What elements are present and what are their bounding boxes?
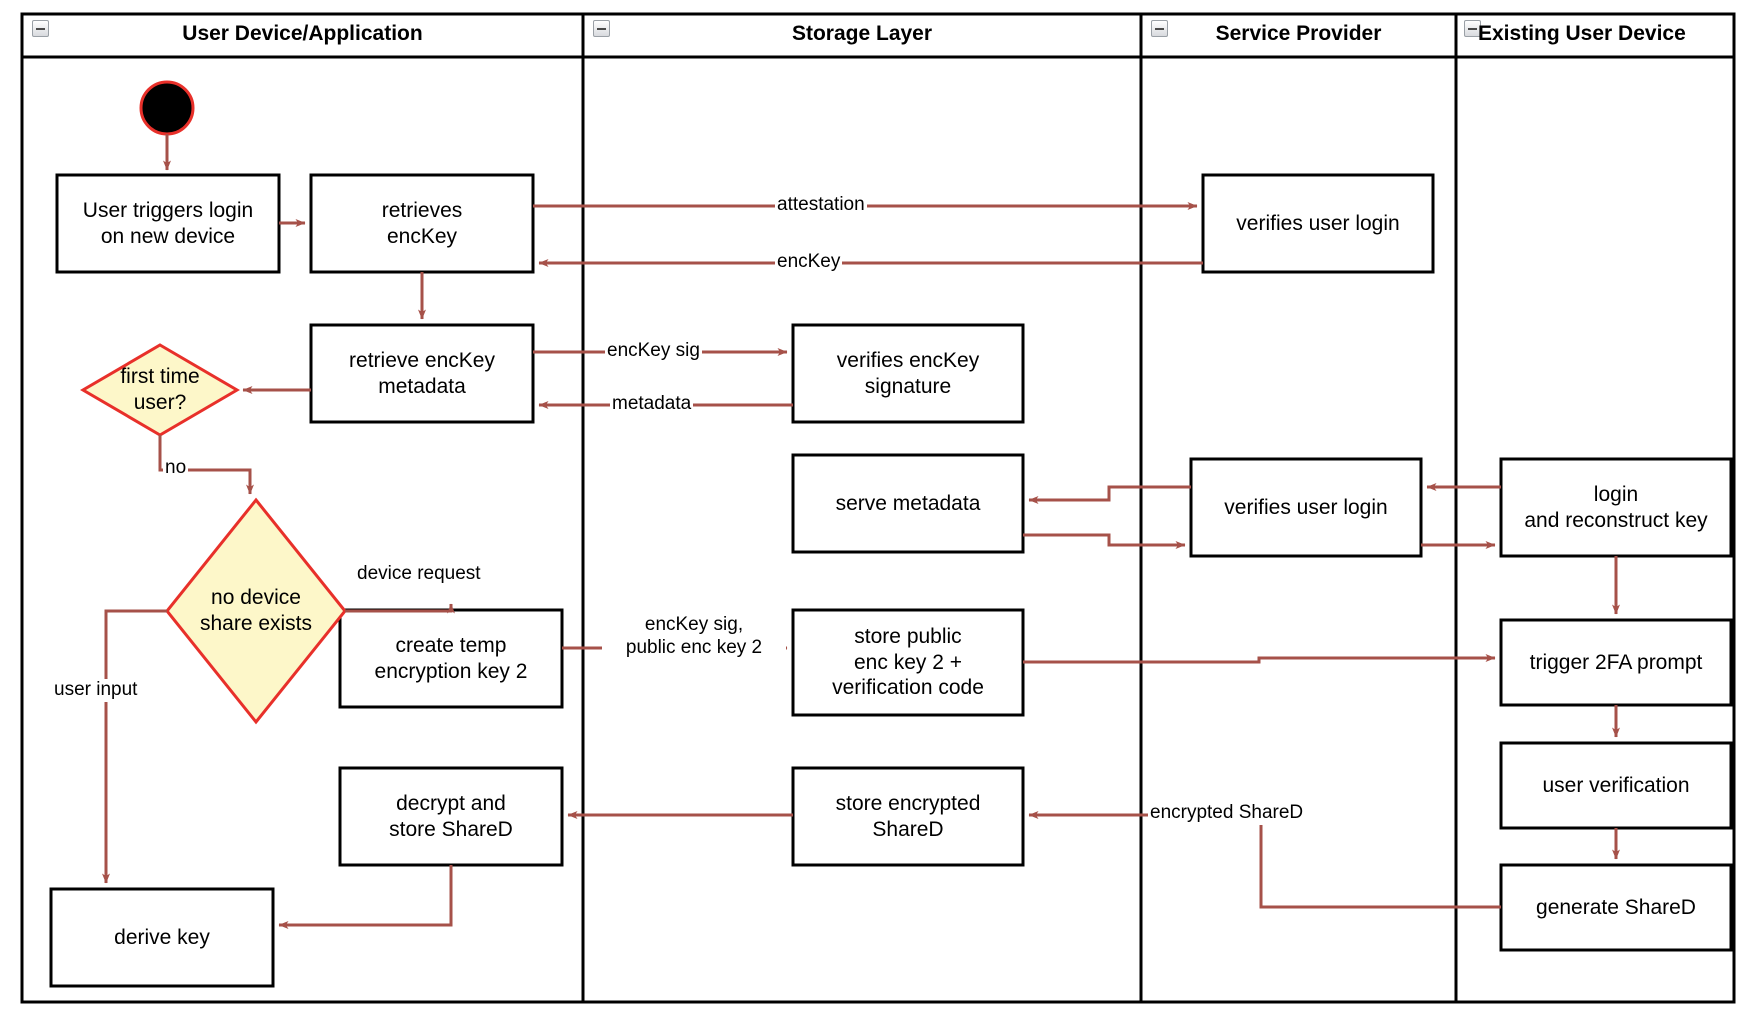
decision-diamonds	[80, 343, 347, 725]
edge-label-metadata: metadata	[610, 393, 694, 416]
rect-verifies-enckey-signature	[791, 323, 1025, 424]
rect-retrieves-enckey	[309, 173, 535, 274]
rect-serve-metadata	[791, 453, 1025, 554]
swimlane-frame	[20, 12, 1736, 1004]
edge-label-enckey-sig: encKey sig	[605, 340, 702, 363]
start-node	[139, 80, 195, 136]
diamond-no-device-share	[165, 497, 347, 725]
rect-user-triggers-login	[55, 173, 281, 274]
lane-header-storage: Storage Layer	[791, 22, 933, 45]
rect-decrypt-store-shared	[338, 766, 564, 867]
edge-label-user-input: user input	[52, 679, 140, 702]
edge-decrypt-to-derive	[278, 865, 453, 929]
rect-user-verification	[1499, 741, 1733, 830]
minus-box-icon-lane-1[interactable]	[32, 20, 49, 37]
edge-device-request	[345, 603, 455, 614]
diamond-first-time-user	[80, 343, 240, 437]
rect-login-and-reconstruct-key	[1499, 457, 1733, 558]
edge-label-encrypted-shared: encrypted ShareD	[1148, 802, 1306, 825]
edge-encrypted-shared	[1028, 811, 1501, 909]
minus-box-icon-lane-4[interactable]	[1464, 20, 1481, 37]
rect-retrieve-enckey-metadata	[309, 323, 535, 424]
edge-serve-metadata-sp	[1023, 533, 1186, 549]
rect-store-encrypted-shared	[791, 766, 1025, 867]
edge-label-enckey-sig-public-enc-key-2: encKey sig, public enc key 2	[602, 614, 786, 660]
lane-header-service-provider: Service Provider	[1215, 22, 1382, 45]
action-node-rects	[49, 173, 1733, 988]
edge-storepub-to-2fa	[1023, 654, 1496, 664]
lane-header-existing-device: Existing User Device	[1478, 22, 1686, 45]
edge-user-input	[102, 609, 167, 884]
rect-store-public-enc-key-2	[791, 608, 1025, 717]
edge-label-attestation: attestation	[775, 194, 867, 217]
rect-verifies-user-login-top	[1201, 173, 1435, 274]
edge-label-enckey: encKey	[775, 251, 843, 274]
edge-no	[158, 435, 254, 495]
rect-trigger-2fa-prompt	[1499, 618, 1733, 707]
minus-box-icon-lane-2[interactable]	[593, 20, 610, 37]
rect-derive-key	[49, 887, 275, 988]
edge-label-device-request: device request	[355, 563, 483, 586]
rect-create-temp-key	[338, 608, 564, 709]
edge-sp-serve-metadata	[1028, 485, 1191, 504]
edge-label-no: no	[163, 457, 189, 480]
minus-box-icon-lane-3[interactable]	[1151, 20, 1168, 37]
rect-generate-shared	[1499, 863, 1733, 952]
rect-verifies-user-login-mid	[1189, 457, 1423, 558]
lane-header-user-device: User Device/Application	[182, 22, 423, 45]
